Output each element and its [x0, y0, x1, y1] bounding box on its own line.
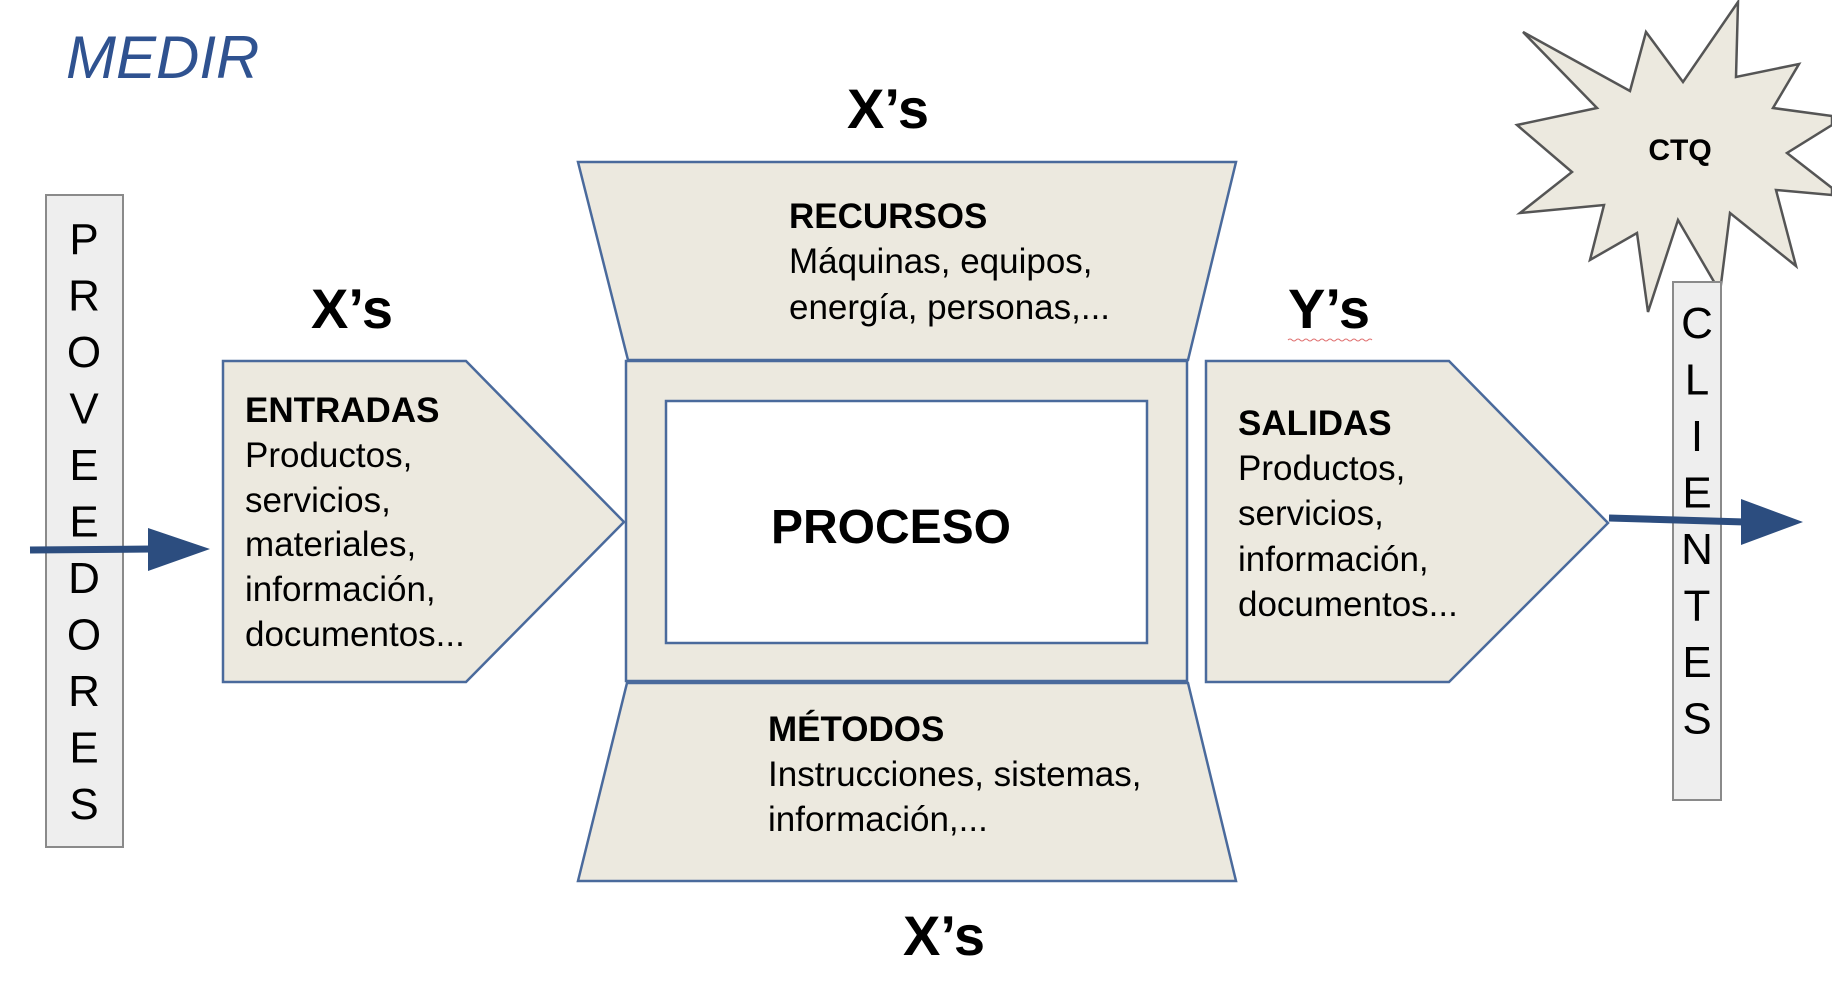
outputs-line: documentos...: [1238, 585, 1458, 624]
ctq-starburst: CTQ: [1514, 0, 1832, 313]
inputs-line: documentos...: [245, 615, 465, 654]
vertical-letter: T: [1684, 582, 1711, 631]
inputs-line: materiales,: [245, 525, 416, 564]
vertical-letter: E: [1682, 469, 1711, 518]
methods-shape: MÉTODOS Instrucciones, sistemas, informa…: [576, 681, 1238, 883]
vertical-letter: L: [1685, 356, 1709, 405]
vertical-letter: V: [69, 385, 99, 434]
vertical-letter: E: [1682, 638, 1711, 687]
methods-xs-label: X’s: [903, 904, 985, 967]
outputs-line: servicios,: [1238, 494, 1384, 533]
page-title: MEDIR: [66, 24, 259, 91]
methods-heading: MÉTODOS: [768, 709, 944, 749]
outputs-to-customers-arrow: [1608, 499, 1803, 545]
vertical-letter: E: [69, 441, 98, 490]
vertical-letter: I: [1691, 412, 1703, 461]
inputs-line: información,: [245, 570, 436, 609]
resources-line: Máquinas, equipos,: [789, 242, 1093, 281]
methods-line: Instrucciones, sistemas,: [768, 755, 1141, 794]
resources-shape: RECURSOS Máquinas, equipos, energía, per…: [576, 160, 1238, 362]
outputs-shape: SALIDAS Productos, servicios, informació…: [1204, 359, 1610, 684]
inputs-heading: ENTRADAS: [245, 391, 439, 430]
resources-heading: RECURSOS: [789, 197, 987, 236]
outputs-ys-label: Y’s: [1288, 277, 1370, 340]
process-label: PROCESO: [771, 501, 1011, 554]
inputs-line: Productos,: [245, 436, 412, 475]
resources-line: energía, personas,...: [789, 288, 1110, 327]
inputs-xs-label: X’s: [311, 277, 393, 340]
vertical-letter: D: [68, 554, 100, 603]
outputs-heading: SALIDAS: [1238, 404, 1392, 443]
vertical-letter: E: [69, 724, 98, 773]
spellcheck-underline: [1287, 338, 1373, 342]
methods-line: información,...: [768, 800, 988, 839]
inputs-line: servicios,: [245, 481, 391, 520]
vertical-letter: R: [68, 667, 100, 716]
vertical-letter: R: [68, 272, 100, 321]
vertical-letter: P: [69, 215, 98, 264]
starburst-icon: [1514, 0, 1832, 313]
vertical-letter: N: [1681, 525, 1713, 574]
inputs-shape: ENTRADAS Productos, servicios, materiale…: [221, 359, 626, 684]
ctq-label: CTQ: [1648, 134, 1711, 167]
vertical-letter: O: [67, 328, 101, 377]
outputs-line: Productos,: [1238, 449, 1405, 488]
vertical-letter: O: [67, 611, 101, 660]
vertical-letter: E: [69, 498, 98, 547]
process-shape: PROCESO: [624, 359, 1189, 683]
vertical-letter: C: [1681, 299, 1713, 348]
resources-xs-label: X’s: [847, 77, 929, 140]
suppliers-to-inputs-arrow: [29, 528, 210, 571]
vertical-letter: S: [69, 780, 98, 829]
outputs-line: información,: [1238, 540, 1429, 579]
vertical-letter: S: [1682, 695, 1711, 744]
